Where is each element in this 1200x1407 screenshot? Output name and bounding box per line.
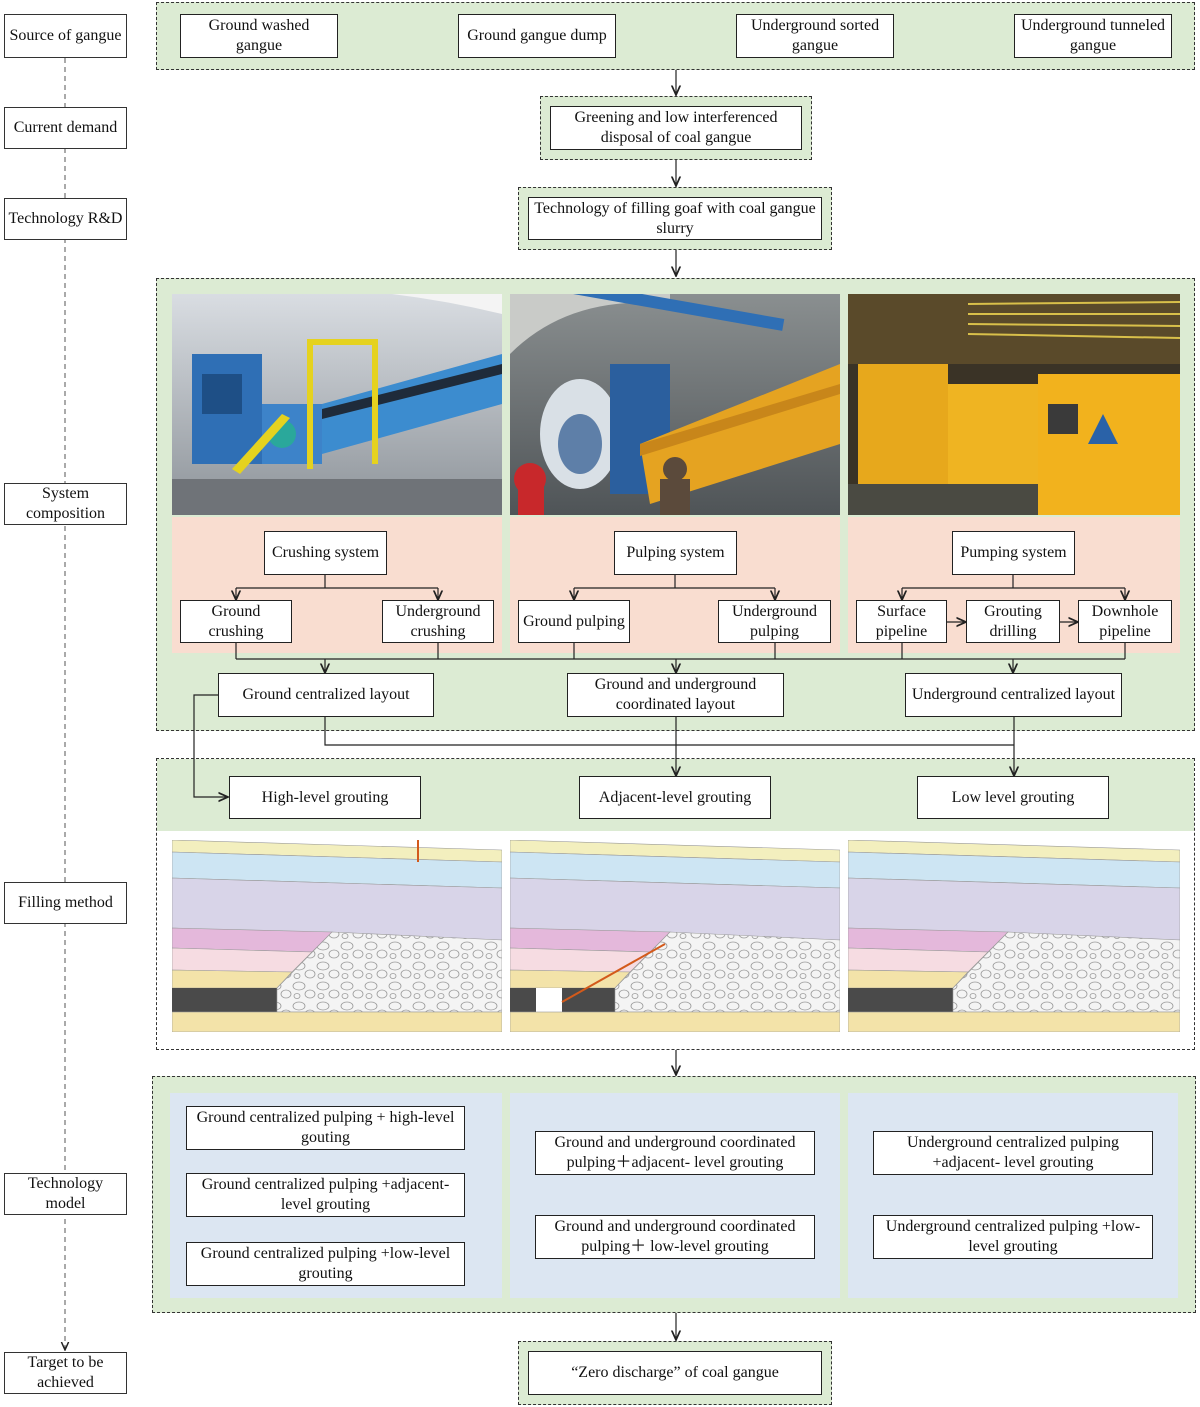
- box-text: Underground centralized pulping +adjacen…: [906, 1134, 1120, 1171]
- surface-pipeline: Surface pipeline: [856, 600, 947, 643]
- box-text: Grouting drilling: [984, 602, 1042, 640]
- adjacent-level-grouting: Adjacent-level grouting: [579, 776, 771, 819]
- box-text: High-level grouting: [261, 788, 389, 806]
- label-current-demand: Current demand: [4, 107, 127, 149]
- model-ground-adjacent: Ground centralized pulping +adjacent-lev…: [186, 1173, 465, 1217]
- crushing-photo: [172, 294, 502, 515]
- box-text: Underground centralized pulping +low-lev…: [885, 1218, 1141, 1255]
- box-text: Ground and underground coordinated pulpi…: [554, 1218, 796, 1255]
- box-text: Low level grouting: [951, 788, 1075, 806]
- technology-box: Technology of filling goaf with coal gan…: [528, 197, 822, 240]
- source-ground-washed: Ground washed gangue: [180, 14, 338, 58]
- label-source-of-gangue: Source of gangue: [4, 14, 127, 58]
- target-box: “Zero discharge” of coal gangue: [528, 1351, 822, 1395]
- label-text: Technology R&D: [8, 210, 123, 227]
- box-text: Underground tunneled gangue: [1020, 17, 1166, 54]
- box-text: Surface pipeline: [875, 602, 928, 640]
- grouting-drilling: Grouting drilling: [966, 600, 1060, 643]
- underground-crushing: Underground crushing: [382, 600, 494, 643]
- label-text: Current demand: [13, 119, 118, 136]
- source-ground-dump: Ground gangue dump: [458, 14, 616, 58]
- high-level-section: [172, 840, 502, 1032]
- ground-crushing: Ground crushing: [180, 600, 292, 643]
- pulping-photo: [510, 294, 840, 515]
- box-text: Crushing system: [271, 544, 380, 561]
- model-ground-low: Ground centralized pulping +low-level gr…: [186, 1242, 465, 1286]
- box-text: Downhole pipeline: [1091, 602, 1159, 640]
- label-text: Filling method: [18, 894, 113, 911]
- low-level-section: [848, 840, 1180, 1032]
- box-text: Ground and underground coordinated layou…: [594, 676, 757, 713]
- box-text: Ground centralized pulping +low-level gr…: [200, 1245, 451, 1282]
- box-text: Underground sorted gangue: [750, 17, 880, 54]
- underground-pulping: Underground pulping: [718, 600, 831, 643]
- model-coordinated-low: Ground and underground coordinated pulpi…: [535, 1215, 815, 1259]
- label-text: Target to be achieved: [27, 1354, 104, 1391]
- box-text: Ground gangue dump: [467, 27, 607, 44]
- box-text: Underground centralized layout: [911, 686, 1116, 703]
- box-text: Pumping system: [960, 544, 1067, 561]
- box-text: Underground pulping: [731, 602, 818, 640]
- model-underground-adjacent: Underground centralized pulping +adjacen…: [873, 1131, 1153, 1175]
- pulping-system: Pulping system: [614, 531, 737, 575]
- box-text: Technology of filling goaf with coal gan…: [534, 199, 816, 237]
- box-text: Underground crushing: [395, 602, 481, 640]
- box-text: Ground and underground coordinated pulpi…: [554, 1134, 796, 1171]
- box-text: “Zero discharge” of coal gangue: [571, 1364, 779, 1381]
- box-text: Ground centralized pulping +adjacent-lev…: [201, 1176, 450, 1213]
- box-text: Ground centralized layout: [242, 686, 410, 703]
- underground-centralized-layout: Underground centralized layout: [905, 673, 1122, 717]
- box-text: Adjacent-level grouting: [598, 788, 752, 806]
- label-filling-method: Filling method: [4, 882, 127, 924]
- box-text: Greening and low interferenced disposal …: [574, 109, 778, 146]
- ground-centralized-layout: Ground centralized layout: [218, 673, 434, 717]
- coordinated-layout: Ground and underground coordinated layou…: [567, 673, 784, 717]
- source-underground-tunneled: Underground tunneled gangue: [1014, 14, 1172, 58]
- label-technology-model: Technology model: [4, 1173, 127, 1215]
- ground-pulping: Ground pulping: [518, 600, 630, 643]
- model-ground-high: Ground centralized pulping + high-level …: [186, 1106, 465, 1150]
- label-text: Source of gangue: [9, 27, 122, 44]
- label-text: System composition: [25, 485, 106, 522]
- box-text: Pulping system: [626, 544, 725, 561]
- crushing-system: Crushing system: [264, 531, 387, 575]
- demand-box: Greening and low interferenced disposal …: [550, 106, 802, 150]
- label-technology-rd: Technology R&D: [4, 198, 127, 240]
- box-text: Ground washed gangue: [208, 17, 310, 54]
- adjacent-level-section: [510, 840, 840, 1032]
- model-underground-low: Underground centralized pulping +low-lev…: [873, 1215, 1153, 1259]
- model-col2-band: [510, 1093, 840, 1298]
- low-level-grouting: Low level grouting: [917, 776, 1109, 819]
- model-col3-band: [848, 1093, 1178, 1298]
- box-text: Ground crushing: [208, 602, 264, 640]
- label-system-composition: System composition: [4, 483, 127, 525]
- box-text: Ground pulping: [523, 612, 625, 630]
- high-level-grouting: High-level grouting: [229, 776, 421, 819]
- label-target: Target to be achieved: [4, 1352, 127, 1394]
- box-text: Ground centralized pulping + high-level …: [196, 1109, 455, 1146]
- label-text: Technology model: [27, 1175, 104, 1212]
- downhole-pipeline: Downhole pipeline: [1078, 600, 1172, 643]
- pumping-photo: [848, 294, 1180, 515]
- pumping-system: Pumping system: [952, 531, 1075, 575]
- source-underground-sorted: Underground sorted gangue: [736, 14, 894, 58]
- model-coordinated-adjacent: Ground and underground coordinated pulpi…: [535, 1131, 815, 1175]
